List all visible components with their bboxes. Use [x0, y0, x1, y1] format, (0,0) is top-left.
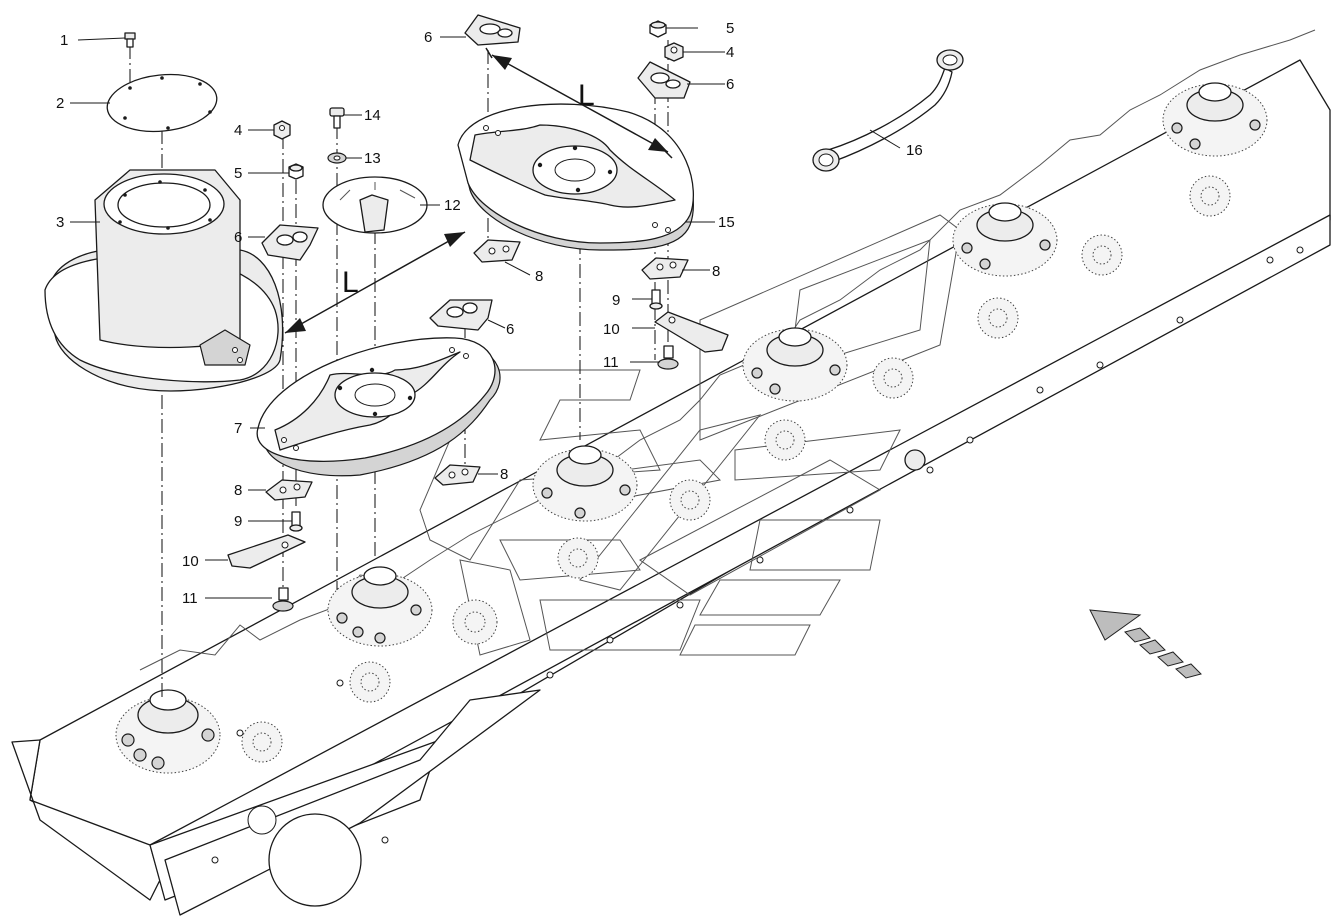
callout-4-right: 4: [726, 44, 734, 61]
part-5-nut-right: [649, 20, 667, 38]
callout-12: 12: [444, 197, 461, 214]
callout-9-upper: 9: [612, 292, 620, 309]
callout-4-left: 4: [234, 122, 242, 139]
part-10-blade-upper: [654, 311, 729, 353]
callout-6-top-left: 6: [424, 29, 432, 46]
callout-8-lower-right: 8: [500, 466, 508, 483]
part-2-cover-plate: [106, 73, 218, 133]
part-8-plate-upper-left: [473, 239, 521, 263]
callout-6-middle: 6: [506, 321, 514, 338]
part-9-bolt-lower: [289, 511, 303, 532]
part-13-washer: [327, 152, 347, 164]
part-4-nut-left: [273, 120, 291, 140]
part-3-drum-housing: [44, 169, 284, 392]
part-6-blade-holder-left: [261, 224, 319, 261]
part-16-ring-spanner: [812, 49, 964, 172]
part-12-cone: [322, 176, 428, 234]
callout-2: 2: [56, 95, 64, 112]
callout-9-lower: 9: [234, 513, 242, 530]
part-10-blade-lower: [227, 534, 306, 569]
callout-14: 14: [364, 107, 381, 124]
part-11-bolt-lower: [272, 587, 294, 612]
part-8-plate-upper-right: [641, 257, 689, 280]
callout-8-upper-left: 8: [535, 268, 543, 285]
callout-6-top-right: 6: [726, 76, 734, 93]
callout-11-lower: 11: [182, 590, 198, 607]
dimension-label-lower: L: [342, 266, 359, 299]
callout-8-upper-right: 8: [712, 263, 720, 280]
part-8-plate-lower-left: [265, 479, 313, 501]
part-4-nut-right: [664, 42, 684, 62]
part-6-blade-holder-middle: [429, 299, 493, 331]
callout-5-right: 5: [726, 20, 734, 37]
dimension-arrow-upper: [485, 47, 673, 159]
part-14-bolt: [329, 107, 345, 129]
part-11-bolt-upper: [657, 345, 679, 370]
callout-leaders: [70, 27, 901, 599]
callout-11-upper: 11: [603, 354, 619, 371]
callout-numbers: 1 2 3 4 5 6 14 13 12 6 5 4 6 16 15 8 8 9…: [56, 20, 923, 607]
dimension-arrow-lower: [284, 231, 466, 334]
bar-gear-hubs: [115, 82, 1268, 774]
part-8-plate-lower-right: [434, 464, 481, 486]
callout-5-left: 5: [234, 165, 242, 182]
part-15-cutting-disc-upper: [457, 103, 694, 251]
dimension-label-upper: L: [578, 79, 595, 112]
part-7-cutting-disc-lower: [256, 337, 501, 477]
callout-10-lower: 10: [182, 553, 199, 570]
callout-1: 1: [60, 32, 68, 49]
part-9-bolt-upper: [649, 289, 663, 310]
part-1-screw: [124, 32, 136, 48]
part-6-blade-holder-top-right: [637, 61, 691, 99]
callout-13: 13: [364, 150, 381, 167]
callout-15: 15: [718, 214, 735, 231]
callout-16: 16: [906, 142, 923, 159]
direction-arrow-icon: [1089, 609, 1202, 679]
callout-7: 7: [234, 420, 242, 437]
callout-6-left: 6: [234, 229, 242, 246]
bar-disc-mounts: [241, 175, 1231, 763]
part-5-nut-left: [288, 163, 304, 180]
callout-10-upper: 10: [603, 321, 620, 338]
callout-3: 3: [56, 214, 64, 231]
callout-8-lower-left: 8: [234, 482, 242, 499]
part-6-blade-holder-top-left: [464, 14, 521, 46]
